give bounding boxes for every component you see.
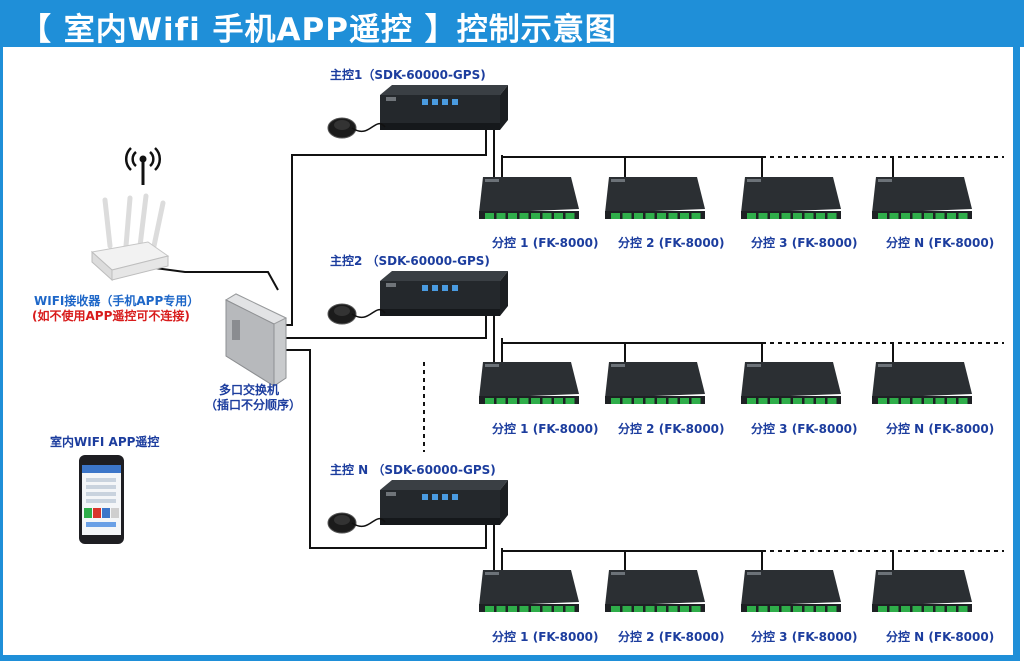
sub-row3-n-label: 分控 N (FK-8000): [886, 630, 995, 644]
sub-controller-r3-c4-image: [872, 570, 972, 612]
sub-row3-2-label: 分控 2 (FK-8000): [618, 630, 725, 644]
main-controller-n-image: [327, 480, 508, 534]
sub-controller-r1-c1-image: [479, 177, 579, 219]
wire-switch-main2: [283, 310, 487, 339]
sub-controller-r1-c4-image: [872, 177, 972, 219]
sub-row2-1-label: 分控 1 (FK-8000): [492, 422, 599, 436]
wifi-receiver-note: (如不使用APP遥控可不连接): [32, 309, 190, 323]
main-controller-1-label: 主控1（SDK-60000-GPS): [330, 68, 486, 82]
wifi-receiver-label: WIFI接收器（手机APP专用）: [34, 294, 200, 308]
sub-row1-2-label: 分控 2 (FK-8000): [618, 236, 725, 250]
title-banner: 【 室内Wifi 手机APP遥控 】控制示意图: [0, 0, 1024, 48]
main-controller-2-label: 主控2 （SDK-60000-GPS): [330, 254, 490, 268]
sub-row3-3-label: 分控 3 (FK-8000): [751, 630, 858, 644]
wire-router-switch: [154, 267, 279, 291]
main-controller-1-image: [327, 85, 508, 139]
sub-controller-r1-c3-image: [741, 177, 841, 219]
sub-controller-r3-c2-image: [605, 570, 705, 612]
sub-row2-n-label: 分控 N (FK-8000): [886, 422, 995, 436]
switch-label-line2: （插口不分顺序）: [205, 398, 302, 412]
sub-row3-1-label: 分控 1 (FK-8000): [492, 630, 599, 644]
sub-controller-r2-c2-image: [605, 362, 705, 404]
sub-controller-r1-c2-image: [605, 177, 705, 219]
wifi-router-image: [90, 193, 170, 282]
main-controller-n-label: 主控 N （SDK-60000-GPS): [330, 463, 496, 477]
phone-app-label: 室内WIFI APP遥控: [50, 435, 160, 449]
wifi-signal-icon: [124, 147, 162, 185]
sub-controller-r2-c3-image: [741, 362, 841, 404]
sub-row2-2-label: 分控 2 (FK-8000): [618, 422, 725, 436]
diagram-title: 【 室内Wifi 手机APP遥控 】控制示意图: [20, 12, 617, 48]
sub-controller-r3-c3-image: [741, 570, 841, 612]
wire-switch-main1: [283, 127, 487, 326]
sub-row1-n-label: 分控 N (FK-8000): [886, 236, 995, 250]
switch-image: [224, 293, 288, 387]
phone-image: [79, 455, 124, 544]
sub-controller-r2-c4-image: [872, 362, 972, 404]
sub-controller-r2-c1-image: [479, 362, 579, 404]
sub-row1-1-label: 分控 1 (FK-8000): [492, 236, 599, 250]
sub-row2-3-label: 分控 3 (FK-8000): [751, 422, 858, 436]
sub-controller-r3-c1-image: [479, 570, 579, 612]
switch-label-line1: 多口交换机: [219, 383, 280, 397]
wire-switch-mainN: [283, 349, 487, 549]
sub-row1-3-label: 分控 3 (FK-8000): [751, 236, 858, 250]
main-controller-2-image: [327, 271, 508, 325]
